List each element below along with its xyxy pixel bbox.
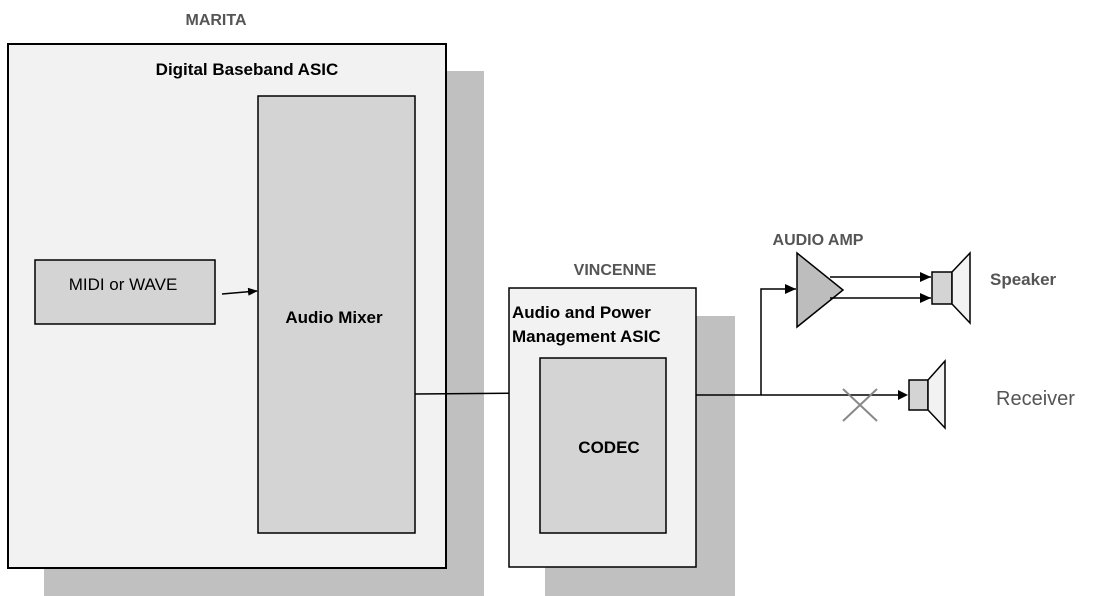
apm-asic-label-line1: Audio and Power [512,303,651,322]
amp-input-arrowhead [785,284,796,294]
amp-input-line [760,288,796,395]
speaker-arrowhead-1 [920,272,931,282]
digital-baseband-asic-label: Digital Baseband ASIC [156,60,339,79]
codec-box [539,357,667,534]
speaker-arrowhead-2 [920,293,931,303]
receiver-arrowhead [898,390,908,400]
vincenne-label: VINCENNE [574,262,657,279]
codec-label: CODEC [578,438,639,457]
audio-mixer-box [257,95,416,534]
receiver-label: Receiver [996,388,1075,410]
apm-asic-label-line2: Management ASIC [512,327,661,346]
speaker-label: Speaker [990,270,1057,289]
audio-amp-label: AUDIO AMP [773,232,864,249]
audio-mixer-label: Audio Mixer [285,308,383,327]
midi-to-mixer-arrow [221,287,258,296]
receiver-icon [908,359,946,430]
disconnect-cross-icon [842,388,878,422]
midi-wave-box [34,259,216,325]
speaker-icon [931,251,971,325]
marita-label: MARITA [185,12,246,29]
audio-amp-triangle [796,251,845,329]
midi-wave-label: MIDI or WAVE [69,275,178,294]
